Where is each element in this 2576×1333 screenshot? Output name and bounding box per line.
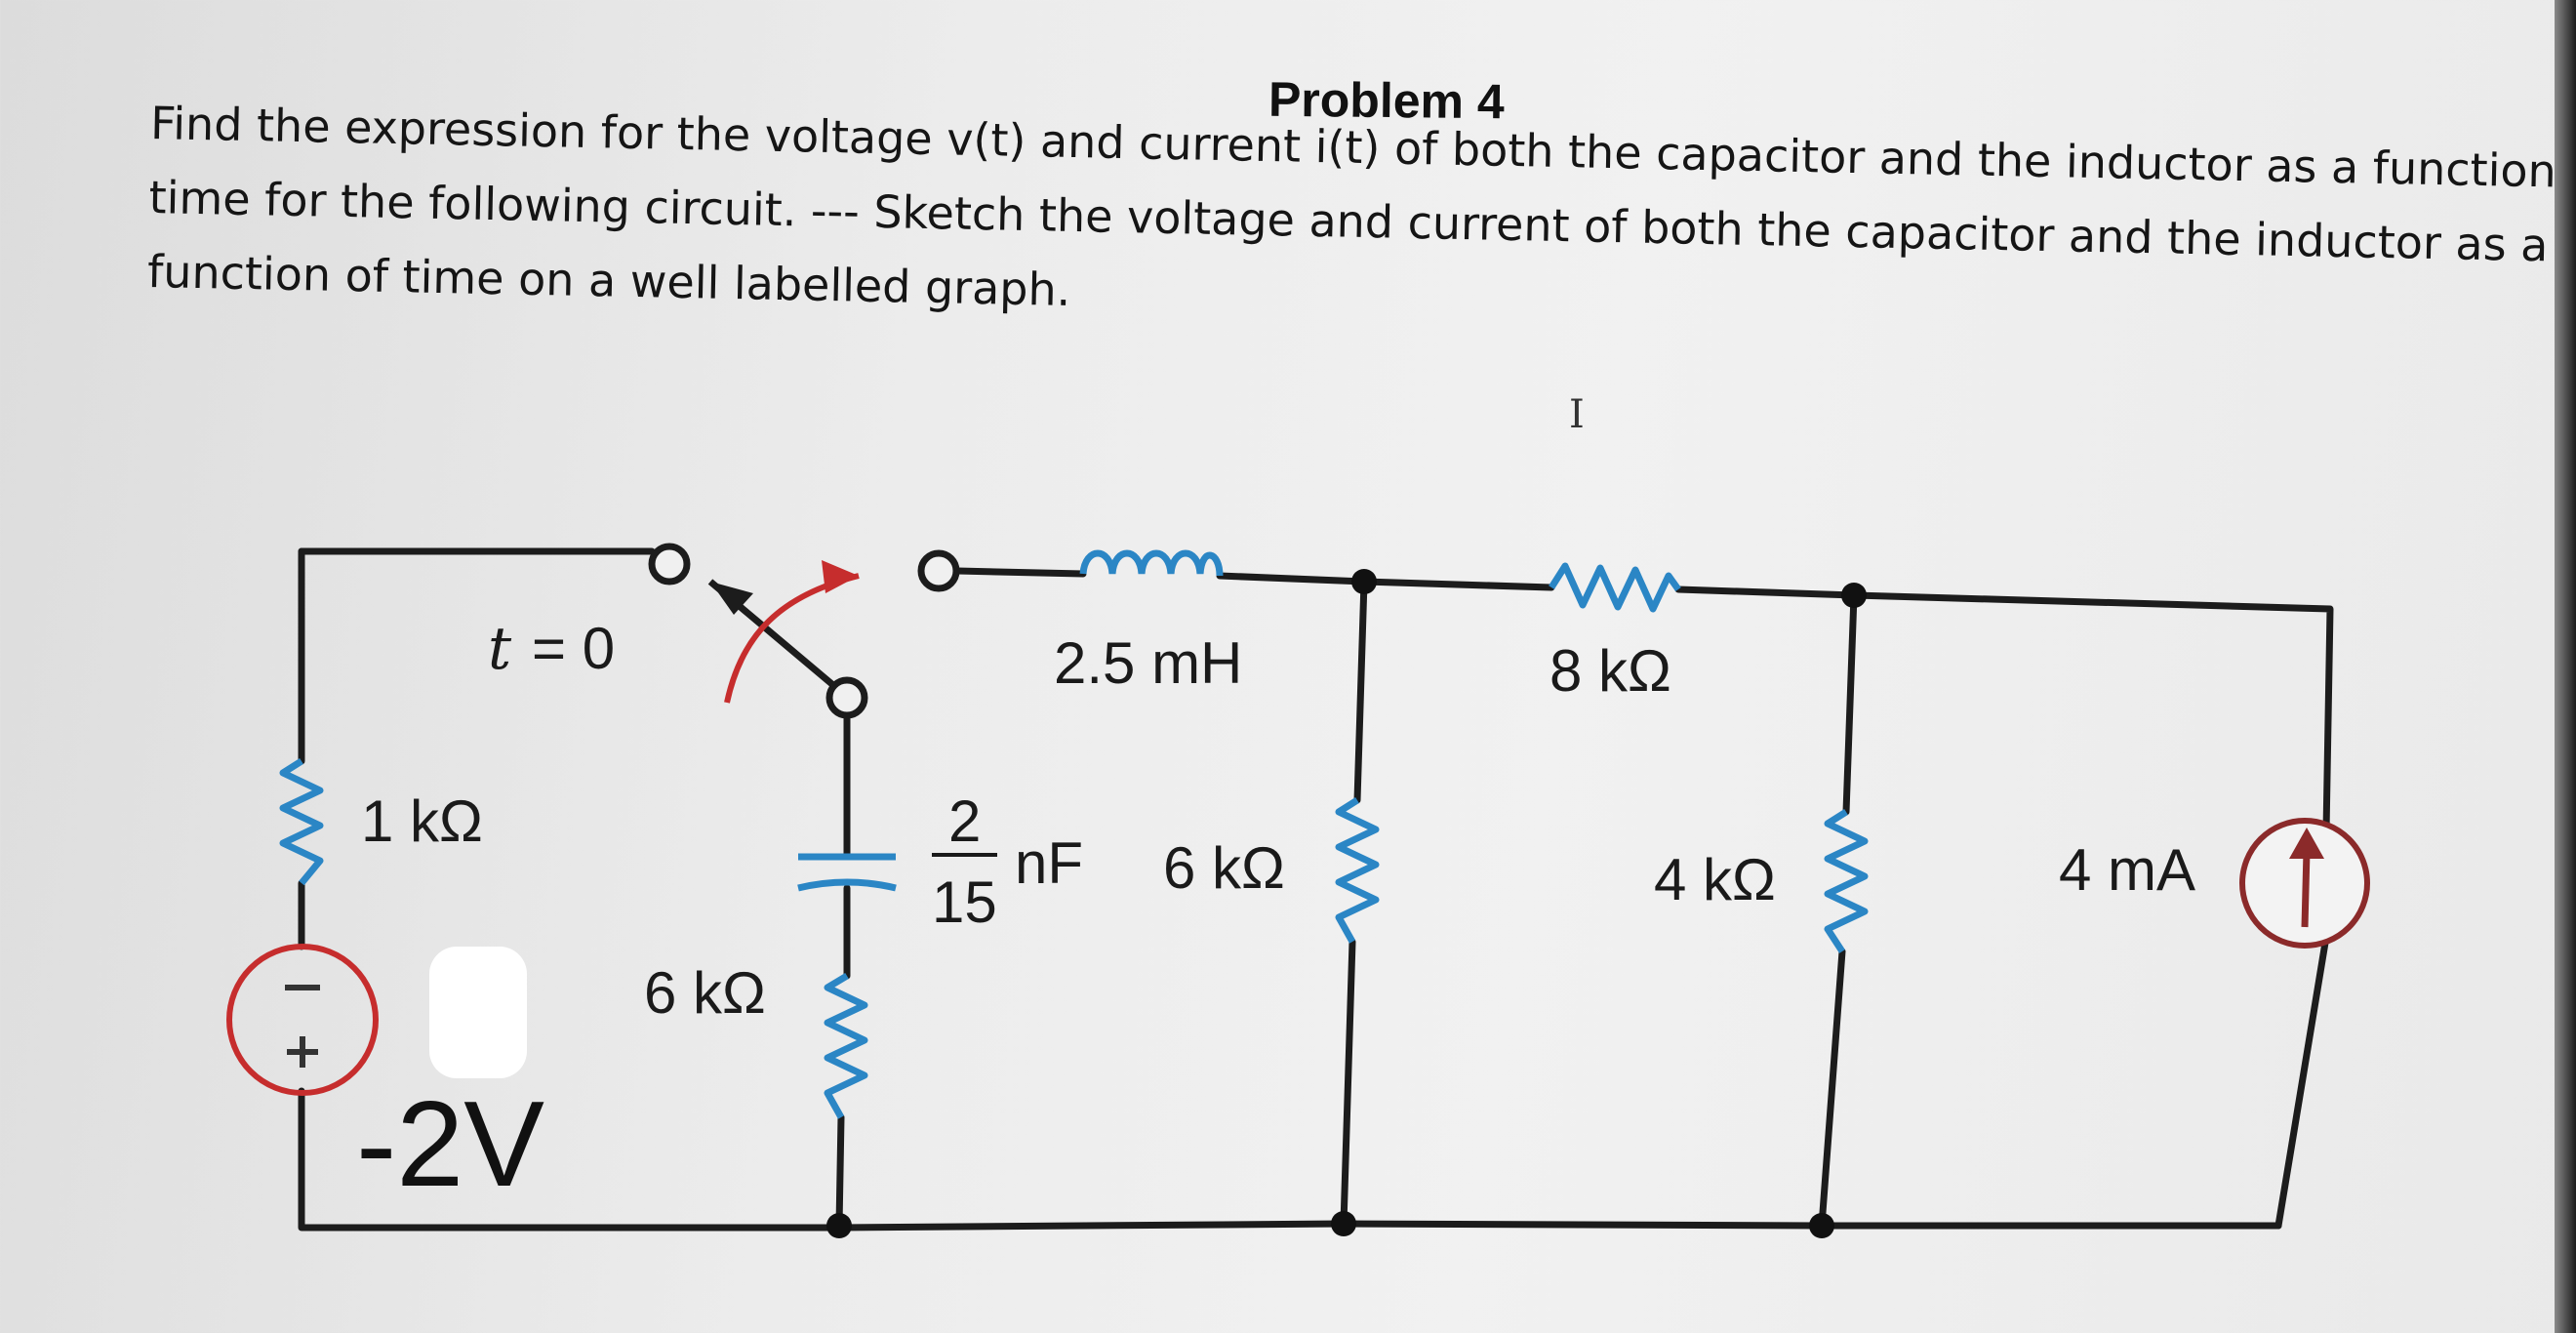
text-cursor-icon: I (1569, 392, 1585, 437)
capacitor-numerator: 2 (948, 788, 981, 854)
resistor-1k (279, 758, 324, 886)
switch-blade-arrowhead (710, 582, 753, 615)
wire-shunt2-bottom (1818, 948, 1846, 1230)
current-source-label: 4 mA (2059, 837, 2195, 903)
wire-node-to-right (1850, 591, 2334, 835)
monitor-bezel (2555, 0, 2576, 1333)
resistor-6k-cap-label: 6 kΩ (644, 960, 766, 1026)
switch-contact-right (917, 549, 960, 592)
resistor-8k (1549, 562, 1681, 613)
wire-inductor-left (953, 567, 1087, 578)
wire-shunt1-bottom (1340, 938, 1356, 1228)
resistor-4k-shunt (1824, 809, 1869, 953)
wire-bottom-rail (835, 1220, 2282, 1232)
resistor-8k-label: 8 kΩ (1550, 638, 1671, 704)
switch-time-variable: t (488, 615, 512, 683)
capacitor (797, 853, 897, 892)
wire-inductor-right (1216, 572, 1368, 586)
junction-dots (826, 569, 1867, 1238)
wire-isrc-to-bottom (2274, 933, 2330, 1230)
resistor-6k-shunt-label: 6 kΩ (1163, 835, 1285, 901)
switch-time-equals: = 0 (532, 616, 615, 681)
resistor-6k-cap-branch (824, 972, 868, 1119)
current-source (2239, 818, 2370, 949)
switch-pole (825, 676, 868, 719)
resistor-4k-label: 4 kΩ (1654, 847, 1776, 912)
redaction-patch (429, 947, 527, 1078)
switch (648, 543, 960, 719)
capacitor-denominator: 15 (932, 869, 997, 935)
resistor-1k-label: 1 kΩ (361, 788, 483, 854)
capacitor-unit: nF (1015, 830, 1083, 896)
voltage-source-value: -2V (356, 1077, 544, 1212)
wire-r8-to-node (1674, 586, 1858, 599)
wire-shunt2-top (1842, 591, 1858, 816)
wire-r6-to-bottom (835, 1113, 845, 1230)
inductor (1079, 549, 1224, 577)
wire-node-to-r8 (1360, 578, 1555, 591)
switch-motion-arrow (724, 560, 860, 704)
resistor-6k-shunt (1335, 797, 1380, 944)
voltage-source (226, 944, 379, 1096)
wire-left-src-to-bottom (298, 1087, 843, 1232)
switch-contact-left (648, 543, 691, 586)
wire-shunt1-top (1353, 578, 1368, 804)
inductor-label: 2.5 mH (1054, 630, 1242, 696)
